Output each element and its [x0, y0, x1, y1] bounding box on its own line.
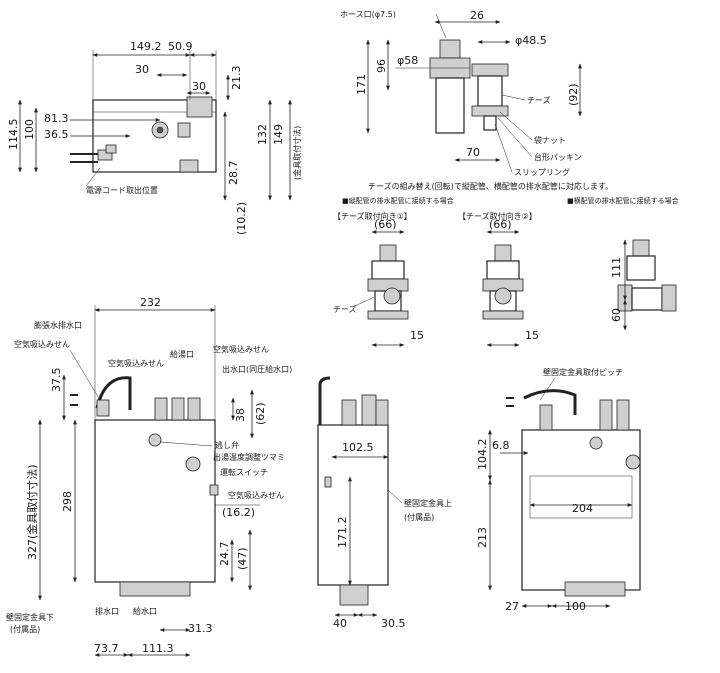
bracket-lower-label: 壁固定金具下 [6, 612, 54, 622]
dim-213: 213 [476, 527, 489, 548]
front-body [94, 419, 216, 583]
air-valve4-label: 空気吸込みせん [228, 490, 284, 500]
dim-81-3: 81.3 [44, 112, 69, 125]
temp-knob [185, 456, 201, 472]
dim-232: 232 [140, 296, 161, 309]
dim-149: 149 [272, 124, 285, 145]
dim-327: 327(金具取付寸法) [25, 464, 39, 560]
dim-70: 70 [466, 146, 480, 159]
dim-10-2: (10.2) [235, 202, 248, 235]
dim-30a: 30 [135, 63, 149, 76]
dim-21-3: 21.3 [230, 66, 243, 91]
dim-30-5: 30.5 [381, 617, 406, 630]
temp-knob-label: 出湯温度調整ツマミ [213, 452, 285, 462]
dim-66a: (66) [374, 218, 397, 231]
relief-valve-label: 逃し弁 [215, 440, 239, 450]
dim-50-9: 50.9 [168, 40, 193, 53]
dim-60: 60 [610, 308, 623, 322]
trap-body [435, 77, 465, 134]
rear-view: 104.2 6.8 204 213 27 100 壁固定金具取付ピッチ [476, 367, 641, 613]
dim-73-7: 73.7 [94, 642, 119, 655]
air-valve3-label: 空気吸込みせん [213, 344, 269, 354]
air-valve2-label: 空気吸込みせん [108, 358, 164, 368]
horizontal-note: ■横配管の排水配管に接続する場合 [567, 196, 679, 205]
air-valve1-label: 空気吸込みせん [14, 339, 70, 349]
outlet-label: 出水口(同圧給水口) [222, 364, 292, 374]
side-body [317, 424, 389, 586]
dim-171: 171 [355, 74, 368, 95]
dim-100b: 100 [565, 600, 586, 613]
dim-48-5: φ48.5 [515, 34, 547, 47]
bracket-mount-label: (金具取付寸法) [292, 126, 302, 180]
front-view: 232 37.5 298 327(金具取付寸法) 38 (62) (16.2) … [6, 296, 292, 657]
dim-66b: (66) [489, 218, 512, 231]
bag-nut-label: 袋ナット [534, 135, 566, 145]
tee-dir1-label: 【チーズ取付向き①】 [333, 211, 412, 221]
dim-62: (62) [254, 402, 267, 425]
dim-30b: 30 [192, 80, 206, 93]
dim-37-5: 37.5 [50, 368, 63, 393]
tee-variants: 【チーズ取付向き①】 【チーズ取付向き②】 (66) 15 チーズ (66) 1… [333, 211, 677, 347]
dim-114-5: 114.5 [7, 119, 20, 151]
dim-298: 298 [61, 491, 74, 512]
included1-label: (付属品) [10, 624, 40, 634]
slip-ring-label: スリップリング [514, 167, 570, 177]
top-view: 149.2 50.9 30 30 21.3 81.3 36.5 114.5 10… [7, 40, 302, 235]
dim-26: 26 [470, 9, 484, 22]
vertical-note: ■縦配管の排水配管に接続する場合 [342, 196, 454, 205]
dim-132: 132 [256, 124, 269, 145]
included2-label: (付属品) [404, 512, 434, 522]
packing-label: 台形パッキン [534, 152, 582, 162]
power-cord-label: 電源コード取出位置 [86, 185, 158, 195]
expansion-drain-label: 膨張水排水口 [34, 320, 82, 330]
dim-31-3: 31.3 [188, 622, 213, 635]
tee-body [477, 75, 503, 107]
drain-trap-view: ホース口(φ7.5) 26 φ48.5 φ58 171 96 (92) 70 チ… [340, 9, 679, 205]
top-view-fitting [186, 96, 213, 118]
dim-92: (92) [567, 83, 580, 106]
dim-36-5: 36.5 [44, 128, 69, 141]
run-switch-label: 運転スイッチ [220, 468, 268, 477]
dim-58: φ58 [397, 54, 418, 67]
dim-111: 111 [610, 257, 623, 278]
tee-small-label: チーズ [333, 304, 357, 314]
dim-27: 27 [505, 600, 519, 613]
side-view: 102.5 171.2 40 30.5 壁固定金具上 (付属品) [317, 376, 452, 630]
dim-40: 40 [333, 617, 347, 630]
dim-96: 96 [375, 59, 388, 73]
drain-port-label: 排水口 [95, 606, 119, 616]
hot-outlet-label: 給湯口 [170, 349, 194, 359]
dim-102-5: 102.5 [342, 441, 374, 454]
dim-15a: 15 [410, 329, 424, 342]
tee-dir2-label: 【チーズ取付向き②】 [458, 211, 537, 221]
dim-111-3: 111.3 [142, 642, 174, 655]
rear-body [521, 429, 641, 591]
bracket-upper-label: 壁固定金具上 [404, 498, 452, 508]
tee-note: チーズの組み替え(回転)で縦配管、横配管の排水配管に対応します。 [368, 181, 613, 191]
dim-171-2: 171.2 [336, 517, 349, 549]
water-inlet-label: 給水口 [133, 606, 157, 616]
relief-valve [148, 433, 162, 447]
dim-149-2: 149.2 [130, 40, 162, 53]
dim-38: 38 [234, 408, 247, 422]
dim-204: 204 [572, 502, 593, 515]
bracket-pitch-label: 壁固定金具取付ピッチ [543, 367, 623, 377]
tee-label: チーズ [527, 95, 551, 105]
dim-104-2: 104.2 [476, 439, 489, 471]
dim-24-7: 24.7 [218, 542, 231, 567]
dim-47: (47) [236, 547, 249, 570]
dim-15b: 15 [525, 329, 539, 342]
dim-6-8: 6.8 [492, 439, 510, 452]
dim-28-7: 28.7 [227, 161, 240, 186]
dim-16-2: (16.2) [222, 506, 255, 519]
dim-100a: 100 [23, 119, 36, 140]
hose-port-label: ホース口(φ7.5) [340, 10, 396, 19]
